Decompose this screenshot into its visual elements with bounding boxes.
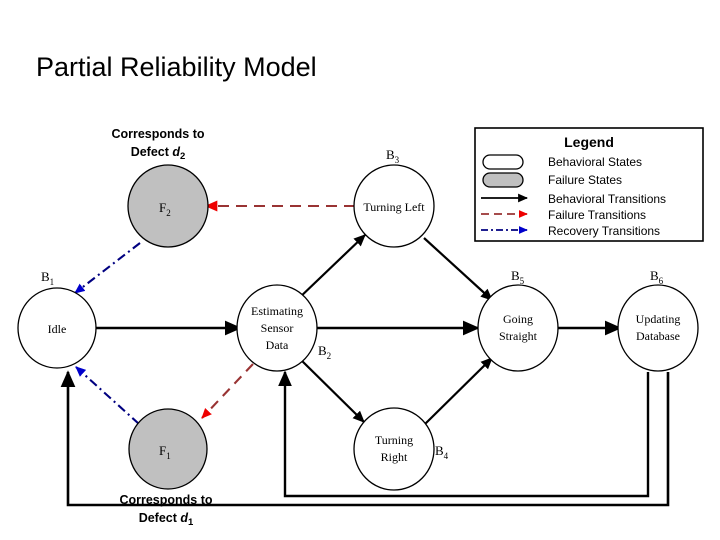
node-f1[interactable]: F1 [128, 408, 208, 490]
node-b3-shape[interactable] [353, 164, 435, 248]
node-f2-id: F2 [159, 200, 171, 218]
legend-item-behavioral-states: Behavioral States [482, 154, 642, 170]
node-b1-id: B1 [41, 269, 54, 287]
legend-item-behavioral-transitions: Behavioral Transitions [481, 192, 666, 206]
node-b4-shape[interactable] [353, 407, 435, 491]
node-b1-label: Idle [48, 322, 67, 336]
edge-f2-b1-recovery [74, 242, 141, 294]
legend-item-failure-transitions: Failure Transitions [481, 208, 646, 222]
node-b5-shape[interactable] [477, 284, 559, 372]
node-b4-id: B4 [435, 443, 449, 461]
node-b2-shape[interactable] [236, 284, 318, 372]
node-b6-label-line2: Database [636, 329, 680, 343]
edge-b6-b1 [60, 370, 670, 507]
node-b4[interactable]: Turning Right B4 [353, 407, 449, 491]
rounded-rect-gray-icon [482, 172, 524, 188]
annot-d1-line1: Corresponds to [119, 493, 212, 507]
edge-f1-b1-recovery [75, 366, 140, 425]
edge-b6-b2 [278, 370, 650, 498]
edges-layer [60, 200, 670, 507]
legend-label-behavioral-states: Behavioral States [548, 155, 642, 169]
rounded-rect-white-icon [482, 154, 524, 170]
node-b6-shape[interactable] [617, 284, 699, 372]
legend-label-behavioral-transitions: Behavioral Transitions [548, 192, 666, 206]
annot-d2-line2: Defect d2 [131, 145, 186, 162]
node-b2-label-line2: Sensor [261, 321, 294, 335]
edge-b3-b5 [423, 237, 493, 301]
node-b2-id: B2 [318, 343, 331, 361]
node-b2[interactable]: Estimating Sensor Data B2 [236, 284, 331, 372]
node-b5-label-line1: Going [503, 312, 533, 326]
edge-b2-b4 [296, 355, 365, 423]
node-b1-shape[interactable] [17, 287, 97, 369]
annot-d2: Corresponds to Defect d2 [111, 127, 204, 162]
node-b2-label-line3: Data [266, 338, 289, 352]
page-title: Partial Reliability Model [36, 52, 317, 82]
node-b2-label-line1: Estimating [251, 304, 303, 318]
annot-d2-line1: Corresponds to [111, 127, 204, 141]
node-b4-label-line2: Right [381, 450, 408, 464]
node-f1-id: F1 [159, 443, 171, 461]
node-f2-shape[interactable] [127, 164, 209, 248]
annotations-layer: Corresponds to Defect d2 Corresponds to … [111, 127, 212, 528]
node-b6-label-line1: Updating [636, 312, 681, 326]
annot-d1: Corresponds to Defect d1 [119, 493, 212, 528]
legend-label-failure-transitions: Failure Transitions [548, 208, 646, 222]
legend-title: Legend [564, 134, 614, 150]
legend-item-recovery-transitions: Recovery Transitions [481, 224, 660, 238]
legend-label-recovery-transitions: Recovery Transitions [548, 224, 660, 238]
node-b5-label-line2: Straight [499, 329, 538, 343]
legend: Legend Behavioral States Failure States … [474, 127, 704, 242]
node-f2[interactable]: F2 [127, 164, 209, 248]
edge-b2-f1-failure [201, 363, 254, 419]
annot-d1-line2: Defect d1 [139, 511, 194, 528]
node-b4-label-line1: Turning [375, 433, 413, 447]
node-b6-id: B6 [650, 268, 664, 286]
legend-label-failure-states: Failure States [548, 173, 622, 187]
node-b3[interactable]: B3 Turning Left [353, 147, 435, 248]
node-b5[interactable]: B5 Going Straight [477, 268, 559, 372]
nodes-layer: F2 F1 B1 Idle Estimating [17, 147, 699, 491]
node-b6[interactable]: B6 Updating Database [617, 268, 699, 372]
node-f1-shape[interactable] [128, 408, 208, 490]
edge-b2-b3 [296, 234, 366, 301]
node-b1[interactable]: B1 Idle [17, 269, 97, 369]
edge-b4-b5 [423, 357, 493, 426]
legend-item-failure-states: Failure States [482, 172, 622, 188]
node-b3-label: Turning Left [363, 200, 425, 214]
node-b3-id: B3 [386, 147, 400, 165]
node-b5-id: B5 [511, 268, 525, 286]
